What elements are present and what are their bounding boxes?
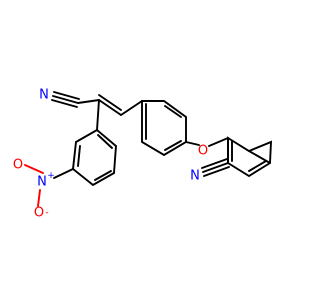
phenylene-ring <box>120 100 200 157</box>
alkene-bonds <box>77 94 122 131</box>
nitro-oxygen-bottom: O <box>34 206 44 221</box>
nitrile-nitrogen-bottom: N <box>190 169 200 184</box>
benzonitrile-ring <box>227 136 273 178</box>
ether-linker <box>208 137 229 147</box>
nitro-nitrogen-charge: + <box>47 171 55 181</box>
nitro-bonds <box>24 164 44 207</box>
nitro-nitrogen: N <box>37 175 47 190</box>
nitrile-group-top <box>51 91 80 108</box>
ether-oxygen: O <box>198 144 208 159</box>
nitrophenyl-ring <box>53 128 117 187</box>
nitrile-group-bottom <box>201 158 230 177</box>
molecule-structure: N N + O O - O N <box>13 88 273 221</box>
nitro-oxygen-charge: - <box>45 208 48 218</box>
nitro-oxygen-left: O <box>13 158 23 173</box>
nitrile-nitrogen-top: N <box>39 88 49 103</box>
